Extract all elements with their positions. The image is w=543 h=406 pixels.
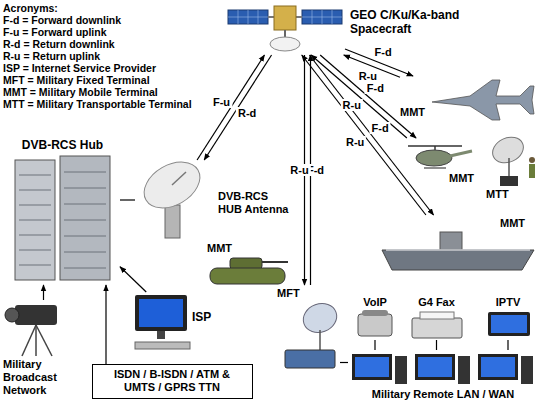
jet-icon: [432, 80, 534, 120]
link-label: R-u: [344, 136, 366, 148]
helicopter-terminal: MMT: [405, 138, 478, 190]
link-label: R-u: [341, 99, 363, 111]
node-label: Military Remote LAN / WAN: [348, 388, 538, 401]
link-line: [302, 55, 426, 215]
ship-terminal: MMT: [370, 215, 536, 275]
node-label: ISDN / B-ISDN / ATM & UMTS / GPRS TTN: [97, 368, 247, 394]
link-label: F-d: [373, 46, 394, 58]
legend-heading: Acronyms:: [3, 2, 203, 14]
satellite-icon: [228, 6, 342, 51]
link-line: [120, 267, 146, 292]
fixed-terminal: MFT: [275, 285, 340, 375]
fixed-terminal-icon: [285, 299, 341, 368]
link-label: F-d: [370, 122, 391, 134]
phone-icon: [358, 310, 392, 336]
link-label: F-u: [211, 96, 232, 108]
link-line: [105, 285, 106, 364]
node-label: MTT: [486, 188, 518, 201]
acronym-list: Acronyms:F-d = Forward downlinkF-u = For…: [3, 2, 203, 110]
iptv-icon: [488, 312, 530, 336]
acronym-line: F-d = Forward downlink: [3, 14, 203, 26]
node-label: Military Broadcast Network: [3, 358, 82, 397]
node-label: VoIP: [352, 296, 398, 309]
link-line: [374, 340, 375, 350]
node-label: GEO C/Ku/Ka-band Spacecraft: [350, 8, 475, 36]
acronym-line: MTT = Military Transportable Terminal: [3, 98, 203, 110]
link-label: R-u: [357, 70, 379, 82]
jet-terminal: MMT: [400, 76, 536, 126]
link-line: [197, 55, 264, 160]
tank-terminal: MMT: [205, 242, 290, 288]
node-label: MMT: [400, 106, 432, 119]
acronym-line: ISP = Internet Service Provider: [3, 62, 203, 74]
hub-server-icon: [15, 156, 110, 280]
node-label: ISP: [192, 310, 226, 324]
hub-server: DVB-RCS Hub: [5, 138, 120, 285]
link-line: [43, 285, 44, 300]
lan-computers-icon: [352, 354, 533, 384]
node-label: MFT: [277, 287, 309, 300]
isp-computer: ISP: [130, 292, 228, 355]
hub-antenna: DVB-RCS HUB Antenna: [135, 160, 215, 240]
acronym-line: R-d = Return downlink: [3, 38, 203, 50]
link-line: [507, 340, 508, 350]
transportable-terminal-icon: [488, 132, 535, 186]
network-box: ISDN / B-ISDN / ATM & UMTS / GPRS TTN: [92, 364, 253, 399]
node-label: G4 Fax: [405, 296, 468, 309]
node-label: MMT: [207, 242, 239, 255]
node-label: MMT: [500, 217, 532, 230]
ship-icon: [382, 232, 534, 270]
node-label: DVB-RCS HUB Antenna: [218, 190, 292, 216]
link-line: [309, 55, 433, 215]
node-label: IPTV: [478, 296, 538, 309]
link-label: R-d: [236, 107, 258, 119]
remote-lan: Military Remote LAN / WAN: [348, 350, 538, 403]
fax-machine: G4 Fax: [405, 296, 468, 340]
broadcast-camera: Military Broadcast Network: [3, 300, 82, 398]
node-label: DVB-RCS Hub: [5, 138, 120, 152]
camera-icon: [5, 305, 57, 356]
link-line: [340, 362, 348, 363]
link-label: R-u: [288, 164, 310, 176]
fax-icon: [412, 312, 462, 338]
tank-icon: [210, 258, 288, 284]
hub-antenna-icon: [136, 153, 208, 238]
link-line: [311, 55, 407, 138]
link-label: F-d: [365, 82, 386, 94]
link-line: [120, 199, 135, 200]
iptv-screen: IPTV: [478, 296, 538, 340]
transportable-terminal: MTT: [484, 128, 538, 205]
acronym-line: MFT = Military Fixed Terminal: [3, 74, 203, 86]
acronym-line: R-u = Return uplink: [3, 50, 203, 62]
isp-computer-icon: [135, 295, 190, 349]
acronym-line: MMT = Military Mobile Terminal: [3, 86, 203, 98]
node-label: MMT: [449, 172, 481, 185]
satellite: GEO C/Ku/Ka-band Spacecraft: [225, 2, 345, 55]
link-line: [204, 55, 271, 160]
acronym-line: F-u = Forward uplink: [3, 26, 203, 38]
link-line: [436, 340, 437, 350]
voip-phone: VoIP: [352, 296, 398, 340]
helicopter-icon: [408, 146, 472, 168]
